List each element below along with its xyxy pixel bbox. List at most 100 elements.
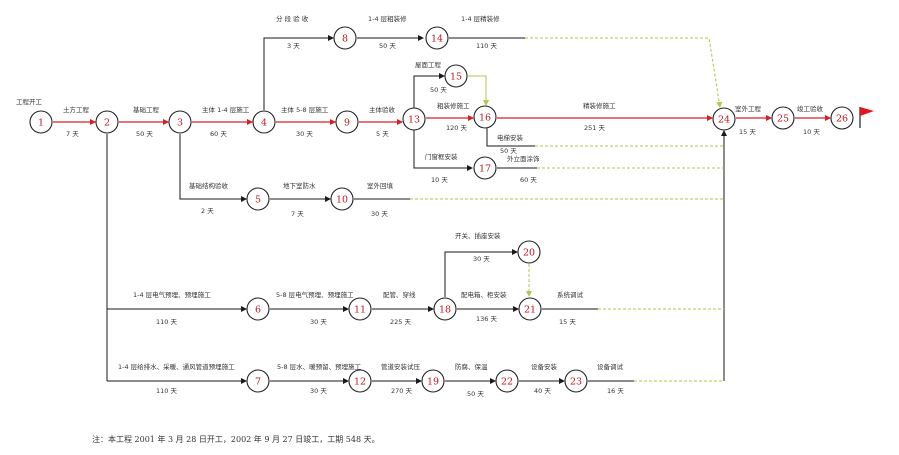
svg-text:11: 11 xyxy=(354,305,366,316)
svg-text:18: 18 xyxy=(439,305,451,316)
svg-text:7: 7 xyxy=(255,377,261,388)
svg-text:10: 10 xyxy=(336,195,348,206)
duration-18-20: 30 天 xyxy=(473,255,490,263)
svg-text:19: 19 xyxy=(427,377,439,388)
duration-10-out: 30 天 xyxy=(371,210,388,218)
label-11-18: 配管、穿线 xyxy=(383,290,416,299)
svg-text:8: 8 xyxy=(342,34,348,45)
duration-16-24: 251 天 xyxy=(584,124,605,132)
svg-text:22: 22 xyxy=(501,377,513,388)
duration-6-11: 30 天 xyxy=(310,318,327,326)
duration-16-elevator: 50 天 xyxy=(500,147,517,155)
node-13: 13 xyxy=(402,107,426,131)
duration-11-18: 225 天 xyxy=(390,318,411,326)
node-16: 16 xyxy=(473,105,497,129)
svg-text:17: 17 xyxy=(479,164,491,175)
duration-8-14: 50 天 xyxy=(379,42,396,50)
node-2: 2 xyxy=(95,110,119,134)
label-21-out: 系统调试 xyxy=(557,290,584,299)
svg-text:9: 9 xyxy=(344,118,350,129)
svg-text:2: 2 xyxy=(104,118,110,129)
label-22-23: 设备安装 xyxy=(531,362,558,371)
label-4-9: 主体 5-8 层施工 xyxy=(281,105,329,114)
svg-text:21: 21 xyxy=(524,305,536,316)
duration-12-19: 270 天 xyxy=(391,387,412,395)
duration-23-out: 16 天 xyxy=(607,387,624,395)
duration-2-7: 110 天 xyxy=(156,387,177,395)
label-16-24: 精装修施工 xyxy=(583,101,616,110)
node-3: 3 xyxy=(168,110,192,134)
arrow-3-5 xyxy=(179,134,247,202)
node-8: 8 xyxy=(333,26,357,50)
svg-text:6: 6 xyxy=(255,305,261,316)
node-24: 24 xyxy=(712,107,736,131)
label-9-13: 主体验收 xyxy=(369,105,396,114)
duration-7-12: 30 天 xyxy=(310,387,327,395)
svg-text:20: 20 xyxy=(523,248,535,259)
finish-flag-icon xyxy=(859,107,874,128)
svg-text:13: 13 xyxy=(408,115,420,126)
label-13-17: 门窗框安装 xyxy=(425,152,458,161)
svg-text:4: 4 xyxy=(261,118,267,129)
label-23-out: 设备调试 xyxy=(597,362,624,371)
label-10-out: 室外回填 xyxy=(367,181,394,190)
label-17-out: 外立面涂饰 xyxy=(507,154,540,163)
node-12: 12 xyxy=(348,369,372,393)
node-7: 7 xyxy=(246,369,270,393)
duration-3-5: 2 天 xyxy=(201,207,214,215)
node-22: 22 xyxy=(495,369,519,393)
label-13-16: 粗装修施工 xyxy=(437,101,470,110)
footnote: 注：本工程 2001 年 3 月 28 日开工，2002 年 9 月 27 日竣… xyxy=(92,435,380,444)
arrow-16-elevator xyxy=(486,128,535,147)
duration-19-22: 50 天 xyxy=(467,390,484,398)
label-7-12: 5-8 层水、暖预留、预埋施工 xyxy=(277,362,362,371)
node-15: 15 xyxy=(444,64,468,88)
duration-25-26: 10 天 xyxy=(803,128,820,136)
node-23: 23 xyxy=(564,369,588,393)
node-19: 19 xyxy=(421,369,445,393)
label-13-15: 屋面工程 xyxy=(415,60,442,69)
label-2-7: 1-4 层给排水、采暖、通风管道预埋施工 xyxy=(118,362,235,371)
svg-text:16: 16 xyxy=(479,113,491,124)
label-14-out: 1-4 层精装修 xyxy=(461,14,500,23)
label-8-14: 1-4 层粗装修 xyxy=(368,14,407,23)
duration-9-13: 5 天 xyxy=(376,130,389,138)
label-18-20: 开关、插座安装 xyxy=(455,231,501,240)
node-5: 5 xyxy=(246,187,270,211)
node-14: 14 xyxy=(425,26,449,50)
duration-17-out: 60 天 xyxy=(520,176,537,184)
svg-text:25: 25 xyxy=(777,114,789,125)
node-18: 18 xyxy=(433,297,457,321)
arrow-13-17 xyxy=(413,130,473,171)
svg-text:23: 23 xyxy=(570,377,582,388)
svg-text:24: 24 xyxy=(718,115,730,126)
label-4-8: 分 段 验 收 xyxy=(276,14,309,23)
duration-5-10: 7 天 xyxy=(291,210,304,218)
duration-4-8: 3 天 xyxy=(287,42,300,50)
label-19-22: 防腐、保温 xyxy=(455,362,488,371)
label-16-elevator: 电梯安装 xyxy=(497,133,524,142)
duration-13-16: 120 天 xyxy=(446,124,467,132)
arrow-13-15 xyxy=(413,73,445,110)
svg-text:1: 1 xyxy=(38,118,44,129)
label-3-5: 基础结构验收 xyxy=(189,181,229,190)
node-9: 9 xyxy=(335,110,359,134)
label-2-6: 1-4 层电气预埋、预埋施工 xyxy=(133,290,211,299)
duration-1-2: 7 天 xyxy=(66,130,79,138)
node-6: 6 xyxy=(246,297,270,321)
duration-18-21: 136 天 xyxy=(476,315,497,323)
node-25: 25 xyxy=(771,106,795,130)
node-17: 17 xyxy=(473,156,497,180)
node-10: 10 xyxy=(330,187,354,211)
svg-text:5: 5 xyxy=(255,195,261,206)
arrow-4-8 xyxy=(263,35,334,110)
label-1-2: 土方工程 xyxy=(63,105,90,114)
svg-text:26: 26 xyxy=(836,114,848,125)
duration-2-6: 110 天 xyxy=(156,318,177,326)
duration-13-17: 10 天 xyxy=(431,176,448,184)
dummy-14-24 xyxy=(525,37,723,108)
dummy-15-16 xyxy=(468,75,489,106)
duration-14-out: 110 天 xyxy=(476,42,497,50)
duration-21-out: 15 天 xyxy=(559,318,576,326)
